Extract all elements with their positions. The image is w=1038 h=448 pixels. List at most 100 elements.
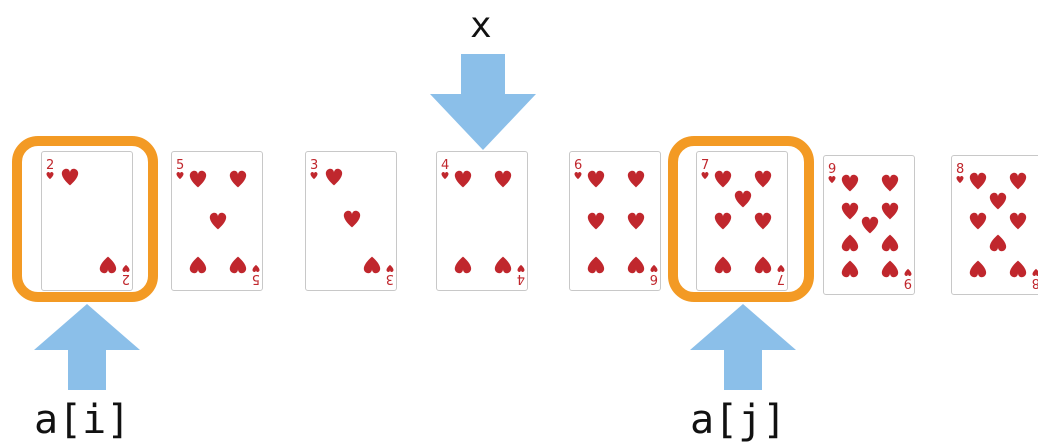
heart-pip [881,234,899,252]
card-rank: 8 [1032,275,1038,290]
arrow-down-icon [430,54,536,150]
card-rank: 2 [122,271,130,286]
heart-pip [627,212,645,230]
heart-pip [189,256,207,274]
card-rank: 2 [46,158,54,173]
heart-small-icon [386,264,394,272]
heart-pip [61,168,79,186]
card: 88 [951,155,1038,295]
heart-pip [587,212,605,230]
heart-small-icon [517,264,525,272]
heart-small-icon [310,172,318,180]
heart-icon: 66 [574,158,658,286]
heart-pip [881,202,899,220]
arrow-up-icon [690,304,796,390]
heart-pip [209,212,227,230]
highlight-frame-left [12,136,158,302]
heart-small-icon [1032,268,1038,276]
card-rank: 7 [777,271,785,286]
heart-pip [969,260,987,278]
card-rank: 6 [574,158,582,173]
heart-pip [1009,172,1027,190]
card-rank: 9 [904,275,912,290]
card-rank: 4 [441,158,449,173]
heart-pip [989,234,1007,252]
heart-pip [343,210,361,228]
heart-pip [229,256,247,274]
heart-pip [587,170,605,188]
card-rank: 7 [701,158,709,173]
heart-pip [754,212,772,230]
heart-pip [363,256,381,274]
heart-pip [229,170,247,188]
heart-small-icon [904,268,912,276]
heart-pip [494,170,512,188]
heart-pip [189,170,207,188]
arrow-up-icon [34,304,140,390]
heart-pip [714,212,732,230]
heart-small-icon [956,176,964,184]
heart-pip [714,256,732,274]
heart-small-icon [574,172,582,180]
heart-pip [627,256,645,274]
right-index-label: a[j] [690,397,787,443]
heart-pip [841,174,859,192]
heart-icon: 77 [701,158,785,286]
heart-icon: 44 [441,158,525,286]
heart-small-icon [777,264,785,272]
heart-pip [861,216,879,234]
heart-pip [754,170,772,188]
heart-icon: 33 [310,158,394,286]
card-rank: 3 [386,271,394,286]
heart-pip [734,190,752,208]
pivot-label: x [470,5,492,46]
heart-pip [881,260,899,278]
heart-small-icon [176,172,184,180]
heart-pip [1009,212,1027,230]
heart-small-icon [252,264,260,272]
heart-pip [881,174,899,192]
heart-small-icon [441,172,449,180]
heart-icon: 55 [176,158,260,286]
heart-pip [969,212,987,230]
heart-pip [99,256,117,274]
heart-pip [454,256,472,274]
heart-pip [754,256,772,274]
heart-small-icon [122,264,130,272]
heart-pip [454,170,472,188]
heart-pip [841,234,859,252]
heart-small-icon [828,176,836,184]
card-rank: 8 [956,162,964,177]
card-rank: 4 [517,271,525,286]
heart-small-icon [701,172,709,180]
heart-pip [627,170,645,188]
heart-icon: 99 [828,162,912,290]
heart-pip [494,256,512,274]
heart-pip [587,256,605,274]
heart-pip [714,170,732,188]
card-rank: 5 [176,158,184,173]
highlight-frame-right [668,136,814,302]
card-rank: 6 [650,271,658,286]
heart-pip [325,168,343,186]
heart-pip [969,172,987,190]
heart-pip [841,260,859,278]
heart-icon: 22 [46,158,130,286]
heart-pip [989,192,1007,210]
card-rank: 3 [310,158,318,173]
heart-icon: 88 [956,162,1038,290]
heart-pip [1009,260,1027,278]
card-rank: 9 [828,162,836,177]
heart-small-icon [650,264,658,272]
heart-pip [841,202,859,220]
left-index-label: a[i] [34,397,131,443]
card-rank: 5 [252,271,260,286]
heart-small-icon [46,172,54,180]
